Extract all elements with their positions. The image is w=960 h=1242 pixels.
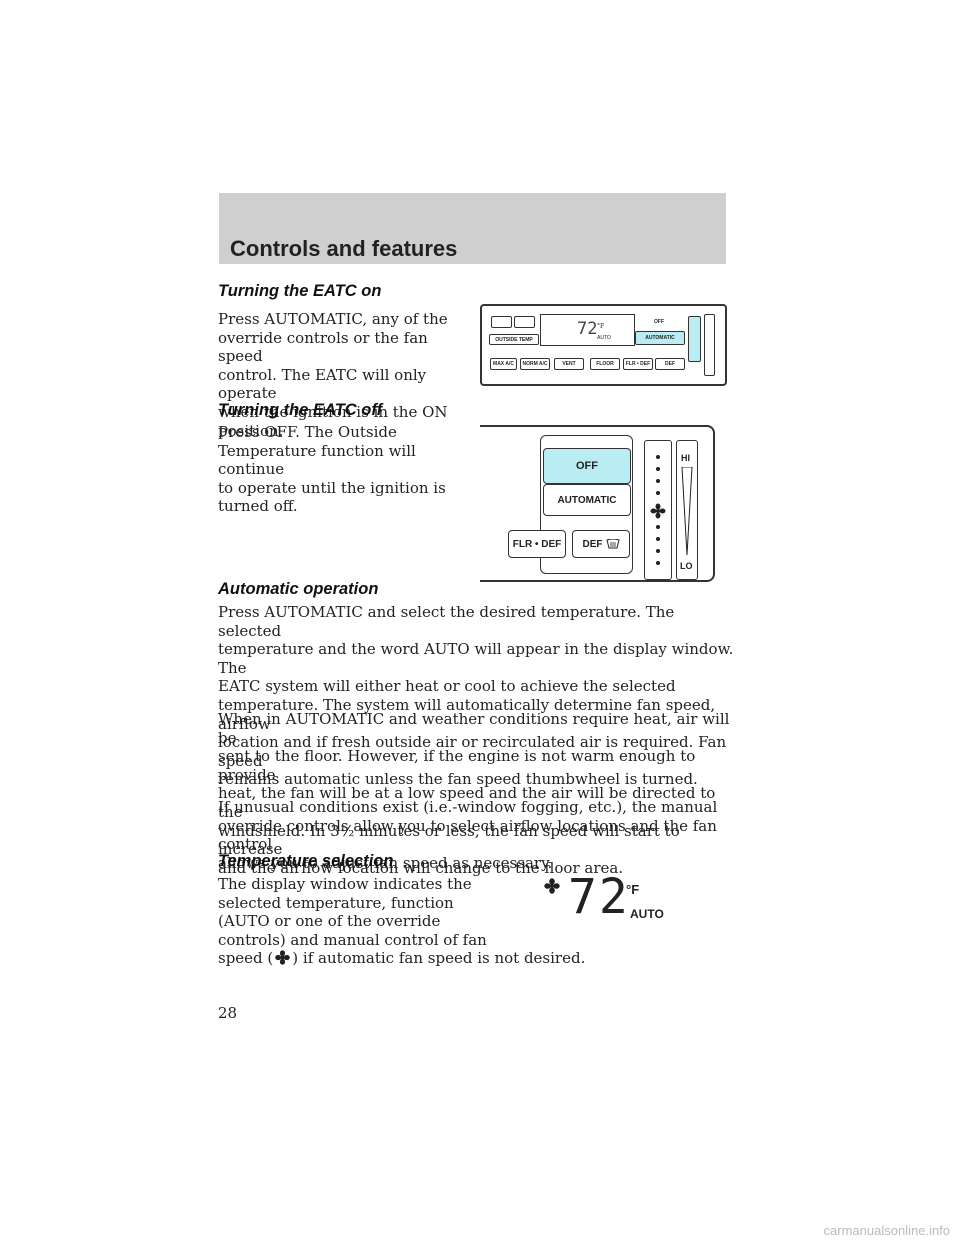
off-automatic-closeup-figure: OFF AUTOMATIC FLR • DEF DEF HI LO	[480, 425, 715, 582]
heading-automatic-operation: Automatic operation	[218, 580, 379, 598]
panel-floor-button: FLOOR	[590, 358, 620, 370]
fan-speed-indicator	[644, 440, 672, 580]
closeup-automatic-button: AUTOMATIC	[543, 484, 631, 516]
panel-display-unit: °F	[597, 323, 605, 330]
panel-max-ac-button: MAX A/C	[490, 358, 517, 370]
text-automatic-p1: Press AUTOMATIC and select the desired t…	[218, 603, 734, 789]
page-number: 28	[218, 1004, 238, 1022]
section-title: Controls and features	[230, 236, 458, 261]
panel-display-window: 72 °F AUTO	[540, 314, 635, 346]
panel-small-button-2	[514, 316, 535, 328]
text-automatic-p2: When in AUTOMATIC and weather conditions…	[218, 710, 730, 877]
panel-vent-button: VENT	[554, 358, 584, 370]
panel-automatic-button: AUTOMATIC	[635, 331, 685, 345]
panel-flr-def-button: FLR • DEF	[623, 358, 653, 370]
panel-small-button-1	[491, 316, 512, 328]
panel-display-mode: AUTO	[597, 335, 611, 341]
text-automatic-p3: If unusual conditions exist (i.e.-window…	[218, 798, 718, 872]
closeup-flr-def-button: FLR • DEF	[508, 530, 566, 558]
panel-outside-temp-button: OUTSIDE TEMP	[489, 334, 539, 345]
lo-label: LO	[680, 561, 693, 571]
text-temperature-selection: The display window indicates the selecte…	[218, 875, 586, 968]
heading-eatc-on: Turning the EATC on	[218, 282, 382, 300]
header-band	[219, 193, 726, 264]
closeup-def-button: DEF	[572, 530, 630, 558]
fan-speed-icon	[275, 950, 291, 966]
panel-hi-lo-slider	[704, 314, 715, 376]
closeup-recess	[540, 435, 633, 574]
heading-eatc-off: Turning the EATC off	[218, 401, 383, 419]
heading-temperature-selection: Temperature selection	[218, 852, 394, 870]
display-unit: °F	[626, 882, 640, 897]
speed-wedge	[681, 467, 693, 555]
hi-label: HI	[681, 453, 690, 463]
text-eatc-on: Press AUTOMATIC, any of the override con…	[218, 310, 448, 440]
panel-fan-dots	[688, 316, 701, 362]
panel-off-button: OFF	[635, 316, 683, 328]
footer-watermark: carmanualsonline.info	[823, 1223, 950, 1238]
climate-control-panel-figure: OUTSIDE TEMP 72 °F AUTO OFF AUTOMATIC MA…	[480, 304, 727, 386]
display-fan-icon	[544, 878, 560, 894]
closeup-off-button: OFF	[543, 448, 631, 484]
closeup-def-label: DEF	[582, 538, 603, 550]
fan-speed-wheel: HI LO	[676, 440, 698, 580]
text-eatc-off: Press OFF. The Outside Temperature funct…	[218, 423, 446, 516]
panel-norm-ac-button: NORM A/C	[520, 358, 550, 370]
fan-icon	[650, 503, 666, 519]
windshield-icon	[605, 539, 620, 549]
panel-display-value: 72	[577, 319, 598, 339]
panel-def-button: DEF	[655, 358, 685, 370]
display-temperature-value: 72	[568, 869, 630, 925]
display-mode: AUTO	[630, 907, 664, 921]
